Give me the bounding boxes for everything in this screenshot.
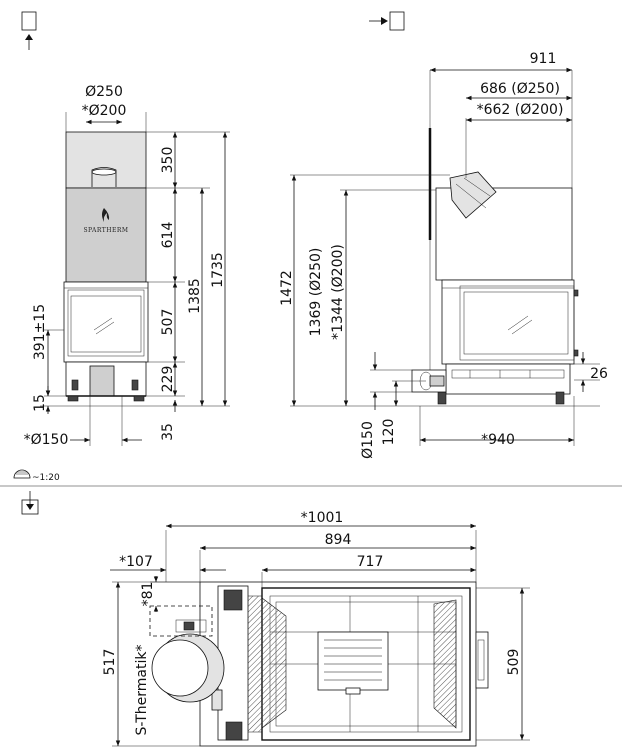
dim-350-label: 350: [160, 147, 176, 174]
dim-1385-label: 1385: [187, 278, 203, 314]
brand-logo-text: SPARTHERM: [83, 227, 128, 234]
height-1472-label: 1472: [279, 270, 295, 306]
dim-509-label: 509: [506, 649, 522, 676]
top-view: *1001 894 717 *107 *81 517 S-Thermatik* …: [102, 510, 530, 747]
dim-686-label: 686 (Ø250): [480, 81, 560, 97]
dim-391-label: 391±15: [32, 304, 48, 360]
side-view: 911 686 (Ø250) *662 (Ø200) 1472 1369 (Ø2…: [279, 51, 608, 459]
dim-81-label: *81: [140, 582, 156, 607]
dim-26-label: 26: [590, 366, 608, 382]
dim-662-label: *662 (Ø200): [477, 102, 564, 118]
dim-1735-label: 1735: [210, 252, 226, 288]
top-view-icon: [21, 491, 39, 515]
side-width-label: 911: [530, 51, 557, 67]
scale-label: ~1:20: [32, 473, 60, 483]
dim-517-label: 517: [102, 649, 118, 676]
dim-35-label: 35: [160, 423, 176, 441]
dim-229-label: 229: [160, 366, 176, 393]
dim-940-label: *940: [481, 432, 515, 448]
front-view-icon: [21, 11, 37, 50]
s-thermatik-label: S-Thermatik*: [134, 645, 150, 736]
dim-507-label: 507: [160, 309, 176, 336]
dim-614-label: 614: [160, 222, 176, 249]
height-1344-label: *1344 (Ø200): [330, 244, 346, 340]
dim-107-label: *107: [119, 554, 153, 570]
flue-diameter-alt-label: *Ø200: [82, 103, 127, 119]
air-inlet-label: *Ø150: [24, 432, 69, 448]
dim-150-label: Ø150: [360, 421, 376, 459]
flue-diameter-label: Ø250: [85, 84, 123, 100]
dim-717-label: 717: [357, 554, 384, 570]
side-view-icon: [369, 11, 405, 31]
height-1369-label: 1369 (Ø250): [308, 248, 324, 337]
dim-120-label: 120: [381, 419, 397, 446]
dim-1001-label: *1001: [301, 510, 344, 526]
dim-15-label: 15: [32, 394, 48, 412]
front-view: SPARTHERM Ø250 *Ø200 35: [24, 84, 230, 448]
dim-894-label: 894: [325, 532, 352, 548]
scale-icon: [13, 469, 31, 479]
